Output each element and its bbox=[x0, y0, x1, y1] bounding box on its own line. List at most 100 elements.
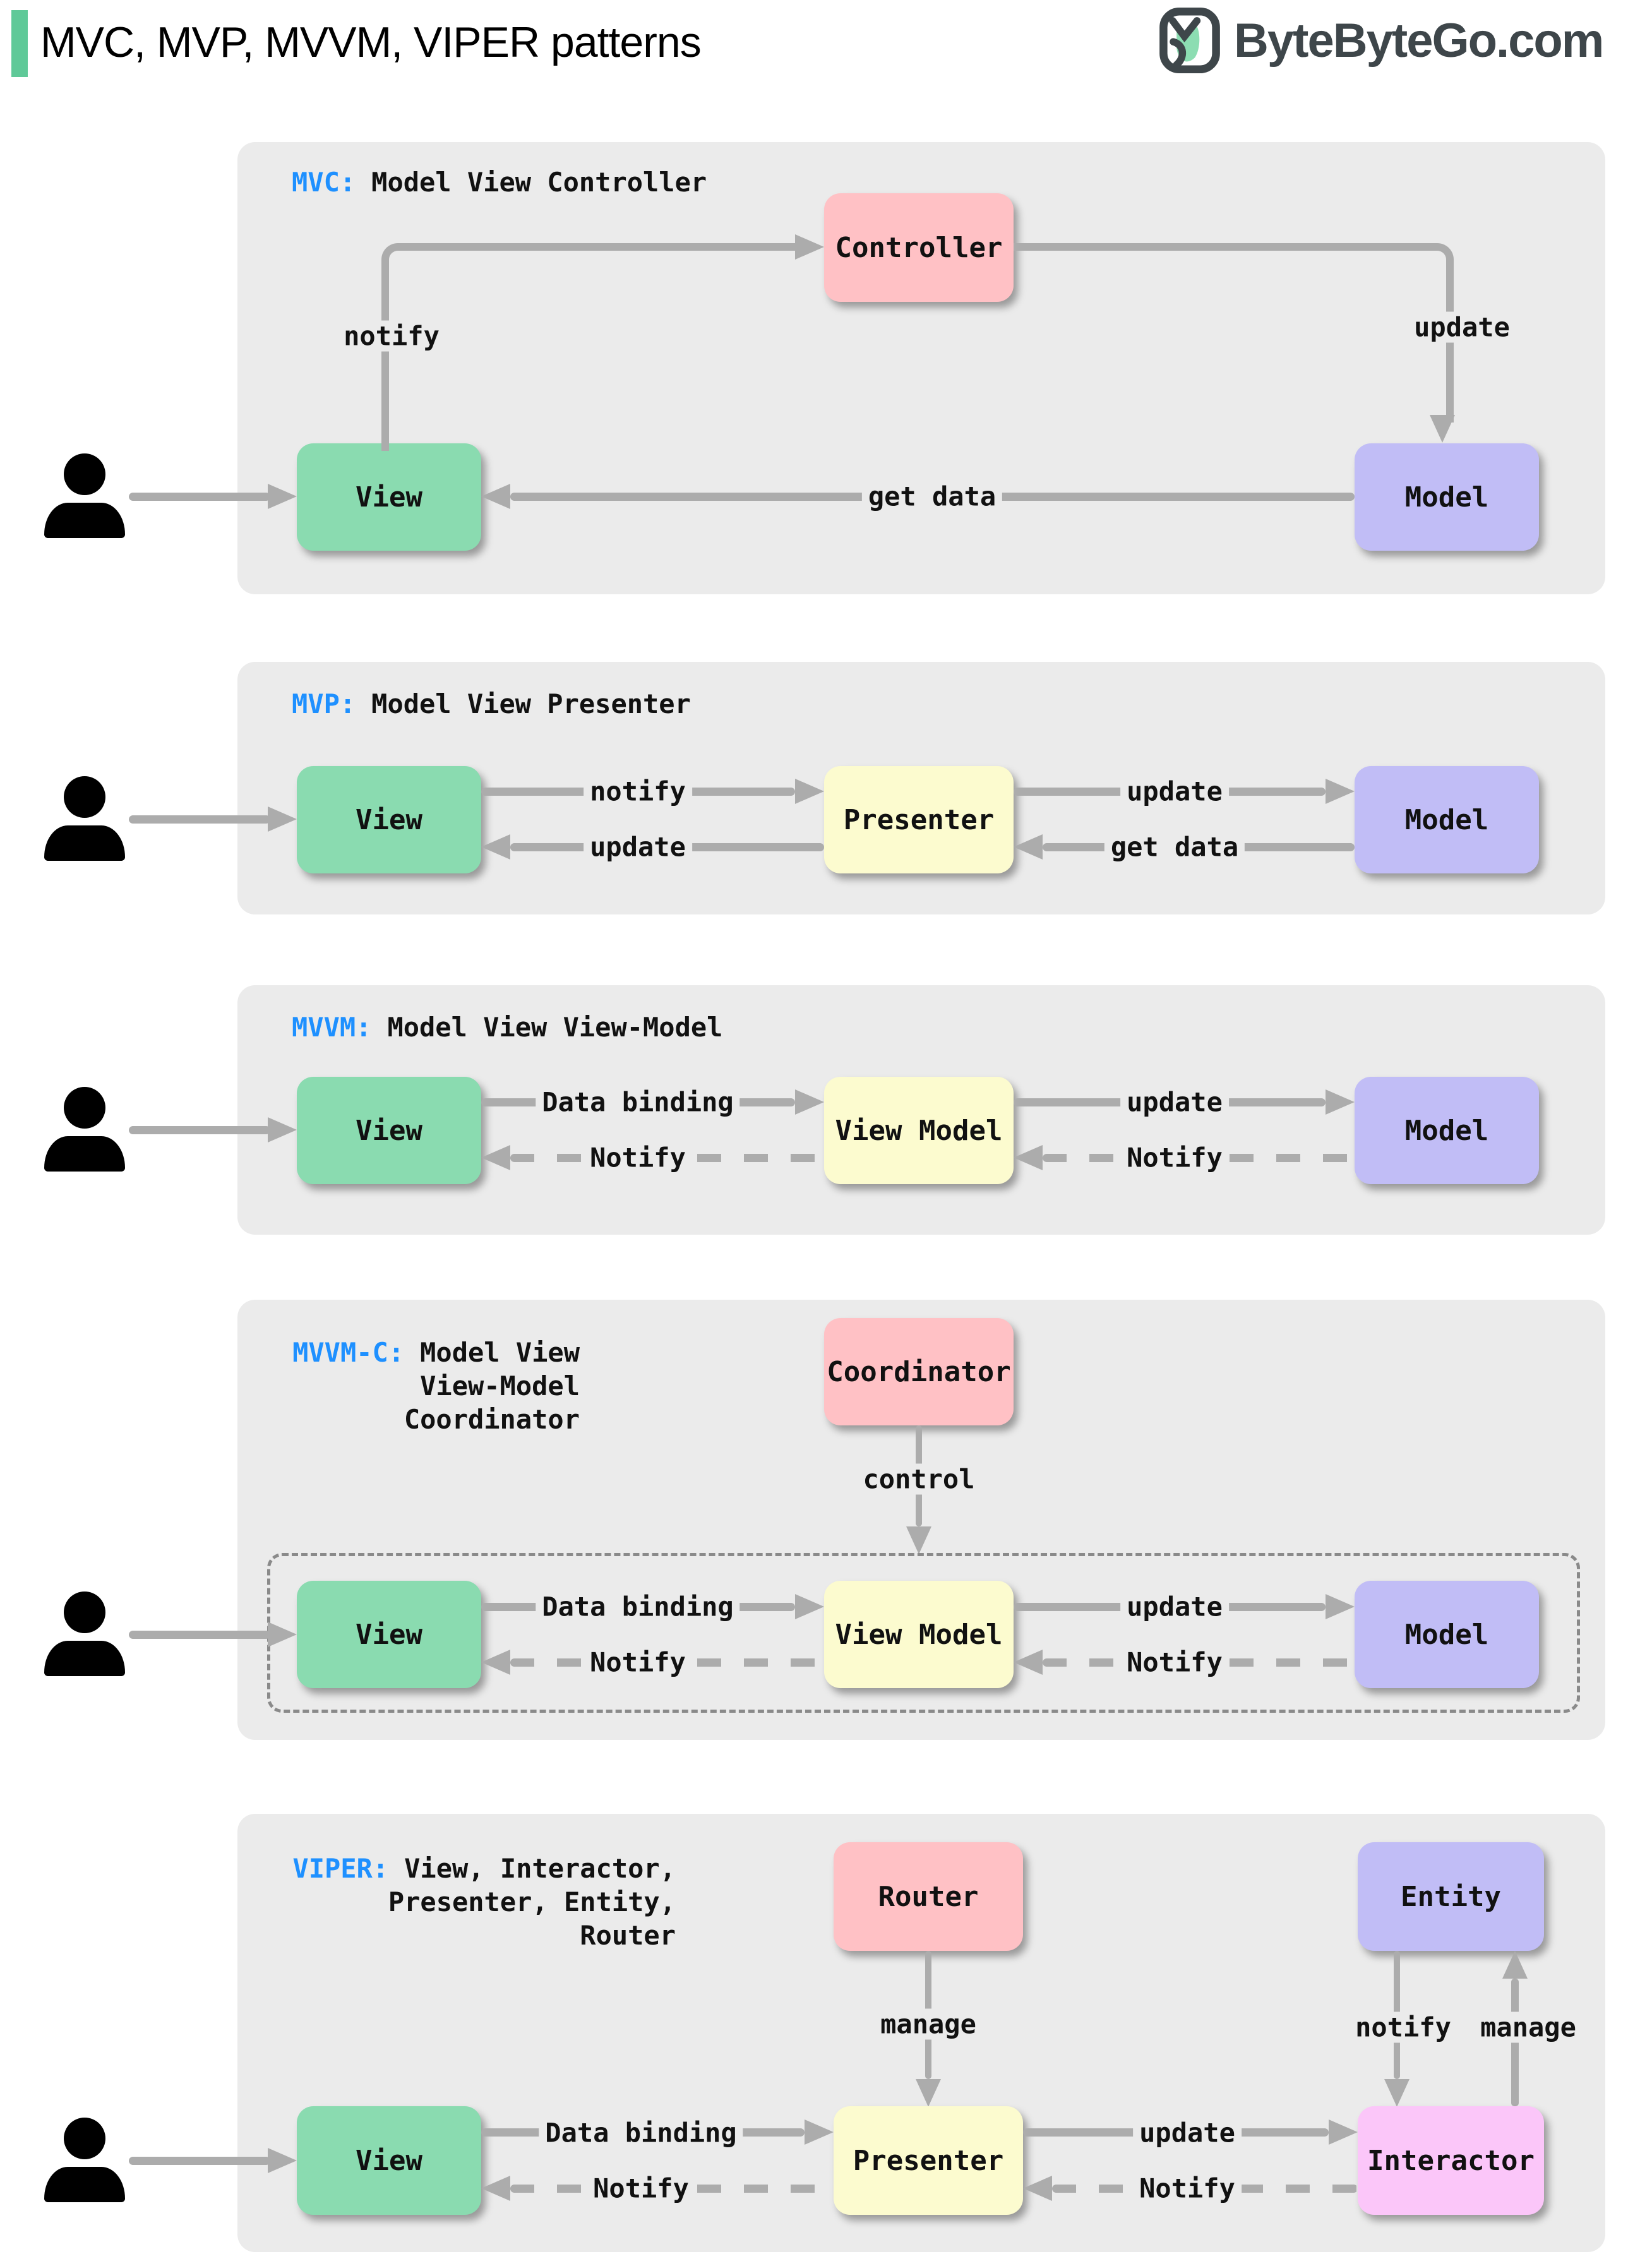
edge-label-update: update bbox=[1120, 1086, 1229, 1118]
panel-mvc-caption: MVC: Model View Controller bbox=[292, 165, 707, 199]
panel-viper-caption: VIPER:View, Interactor, Presenter, Entit… bbox=[292, 1853, 676, 1951]
user-torso bbox=[44, 2167, 125, 2202]
user-head bbox=[64, 776, 105, 818]
edge-label-manage: manage bbox=[874, 2008, 983, 2040]
panel-mvvm-abbr: MVVM: bbox=[292, 1012, 372, 1043]
node-model: Model bbox=[1355, 1581, 1539, 1688]
arrowhead-right-icon bbox=[1326, 1594, 1355, 1619]
node-model: Model bbox=[1355, 1077, 1539, 1184]
arrowhead-left-icon bbox=[481, 834, 510, 860]
edge-label-notify: Notify bbox=[1120, 1142, 1229, 1173]
arrow-user-to-view bbox=[129, 1631, 270, 1639]
edge-label-notify: Notify bbox=[584, 1142, 692, 1173]
user-icon bbox=[44, 1592, 125, 1676]
panel-mvvm-caption: MVVM: Model View View-Model bbox=[292, 1010, 722, 1044]
arrowhead-right-icon bbox=[268, 484, 297, 509]
edge-label-update: update bbox=[1408, 311, 1516, 343]
user-torso bbox=[44, 825, 125, 861]
arrowhead-right-icon bbox=[268, 1117, 297, 1142]
node-view: View bbox=[297, 2106, 481, 2215]
edge-label-notify: Notify bbox=[1120, 1646, 1229, 1678]
panel-viper-abbr: VIPER: bbox=[292, 1853, 389, 1884]
user-torso bbox=[44, 503, 125, 538]
edge-label-update: update bbox=[584, 831, 692, 863]
panel-mvp-abbr: MVP: bbox=[292, 688, 356, 719]
arrowhead-right-icon bbox=[795, 1089, 824, 1115]
arrowhead-right-icon bbox=[268, 806, 297, 832]
panel-mvp-caption: MVP: Model View Presenter bbox=[292, 687, 691, 721]
user-head bbox=[64, 1087, 105, 1129]
node-controller: Controller bbox=[824, 193, 1014, 302]
panel-mvvm-title: Model View View-Model bbox=[387, 1012, 723, 1043]
arrow-user-to-view bbox=[129, 2157, 270, 2165]
user-icon bbox=[44, 2118, 125, 2202]
edge-label-notify: notify bbox=[1349, 2011, 1457, 2043]
edge-label-notify: Notify bbox=[584, 1646, 692, 1678]
arrowhead-right-icon bbox=[1326, 1089, 1355, 1115]
node-view: View bbox=[297, 1581, 481, 1688]
arrowhead-up-icon bbox=[1502, 1951, 1528, 1979]
edge-label-data-binding: Data binding bbox=[539, 2117, 743, 2149]
node-view: View bbox=[297, 443, 481, 551]
arrowhead-left-icon bbox=[1014, 834, 1043, 860]
arrowhead-left-icon bbox=[1014, 1145, 1043, 1170]
node-view-model: View Model bbox=[824, 1581, 1014, 1688]
arrowhead-down-icon bbox=[1384, 2079, 1410, 2107]
arrowhead-left-icon bbox=[481, 2176, 510, 2201]
user-icon bbox=[44, 453, 125, 538]
node-coordinator: Coordinator bbox=[824, 1318, 1014, 1425]
edge-label-update: update bbox=[1133, 2117, 1242, 2149]
arrowhead-right-icon bbox=[268, 2148, 297, 2173]
arrowhead-right-icon bbox=[1326, 779, 1355, 804]
edge-label-manage: manage bbox=[1474, 2011, 1583, 2043]
arrowhead-left-icon bbox=[481, 1145, 510, 1170]
edge-label-update: update bbox=[1120, 1591, 1229, 1622]
node-model: Model bbox=[1355, 766, 1539, 873]
node-view: View bbox=[297, 766, 481, 873]
node-entity: Entity bbox=[1358, 1842, 1544, 1951]
arrowhead-left-icon bbox=[1023, 2176, 1052, 2201]
arrow-user-to-view bbox=[129, 815, 270, 824]
node-presenter: Presenter bbox=[834, 2106, 1023, 2215]
bytebytego-logo-text: ByteByteGo.com bbox=[1234, 13, 1604, 68]
user-icon bbox=[44, 1087, 125, 1172]
edge-label-notify: notify bbox=[337, 320, 446, 352]
arrowhead-right-icon bbox=[795, 779, 824, 804]
arrowhead-left-icon bbox=[1014, 1650, 1043, 1675]
panel-mvvm-c-caption: MVVM-C:Model View View-Model Coordinator bbox=[292, 1337, 580, 1435]
node-presenter: Presenter bbox=[824, 766, 1014, 873]
arrowhead-right-icon bbox=[268, 1622, 297, 1647]
arrow-user-to-view bbox=[129, 493, 270, 501]
panel-mvp-title: Model View Presenter bbox=[371, 688, 691, 719]
arrowhead-down-icon bbox=[916, 2079, 941, 2107]
user-head bbox=[64, 453, 105, 495]
edge-label-update: update bbox=[1120, 776, 1229, 807]
edge-label-control: control bbox=[856, 1463, 981, 1495]
edge-label-notify: Notify bbox=[587, 2173, 695, 2204]
bytebytego-logo: ByteByteGo.com bbox=[1157, 8, 1604, 73]
user-head bbox=[64, 2118, 105, 2159]
user-torso bbox=[44, 1641, 125, 1676]
user-torso bbox=[44, 1136, 125, 1172]
arrow-controller-to-model bbox=[1014, 243, 1454, 423]
user-head bbox=[64, 1592, 105, 1633]
arrowhead-left-icon bbox=[481, 484, 510, 509]
edge-label-notify: Notify bbox=[1133, 2173, 1242, 2204]
arrowhead-right-icon bbox=[795, 1594, 824, 1619]
arrowhead-left-icon bbox=[481, 1650, 510, 1675]
page-title: MVC, MVP, MVVM, VIPER patterns bbox=[40, 18, 702, 66]
edge-label-data-binding: Data binding bbox=[536, 1591, 740, 1622]
arrow-user-to-view bbox=[129, 1126, 270, 1134]
node-view: View bbox=[297, 1077, 481, 1184]
edge-label-notify: notify bbox=[584, 776, 692, 807]
title-accent-bar bbox=[11, 10, 28, 77]
arrowhead-down-icon bbox=[1430, 415, 1455, 443]
arrowhead-down-icon bbox=[906, 1526, 931, 1554]
arrowhead-right-icon bbox=[805, 2119, 834, 2145]
user-icon bbox=[44, 776, 125, 861]
panel-mvc-title: Model View Controller bbox=[371, 167, 707, 198]
node-model: Model bbox=[1355, 443, 1539, 551]
panel-mvvm-c-abbr: MVVM-C: bbox=[292, 1337, 405, 1368]
arrowhead-right-icon bbox=[1329, 2119, 1358, 2145]
panel-mvc-abbr: MVC: bbox=[292, 167, 356, 198]
